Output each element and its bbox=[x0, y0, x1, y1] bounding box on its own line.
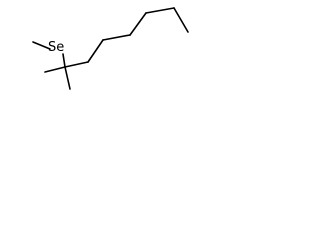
selenium-atom-label: Se bbox=[48, 40, 64, 55]
molecule-canvas: Se bbox=[0, 0, 210, 110]
skeletal-structure: Se bbox=[32, 7, 189, 90]
bond-quaternary-carbon-methyl-down bbox=[64, 66, 71, 90]
bond-methyl-selenium bbox=[32, 41, 51, 50]
bond-chain-4 bbox=[129, 12, 147, 36]
bond-chain-1 bbox=[64, 61, 89, 68]
bond-chain-3 bbox=[102, 34, 131, 41]
bond-quaternary-carbon-methyl-left bbox=[44, 66, 66, 73]
bond-chain-6 bbox=[173, 7, 189, 33]
bond-chain-2 bbox=[87, 39, 104, 63]
bond-selenium-quaternary-carbon bbox=[62, 53, 66, 68]
bond-chain-5 bbox=[145, 7, 175, 14]
